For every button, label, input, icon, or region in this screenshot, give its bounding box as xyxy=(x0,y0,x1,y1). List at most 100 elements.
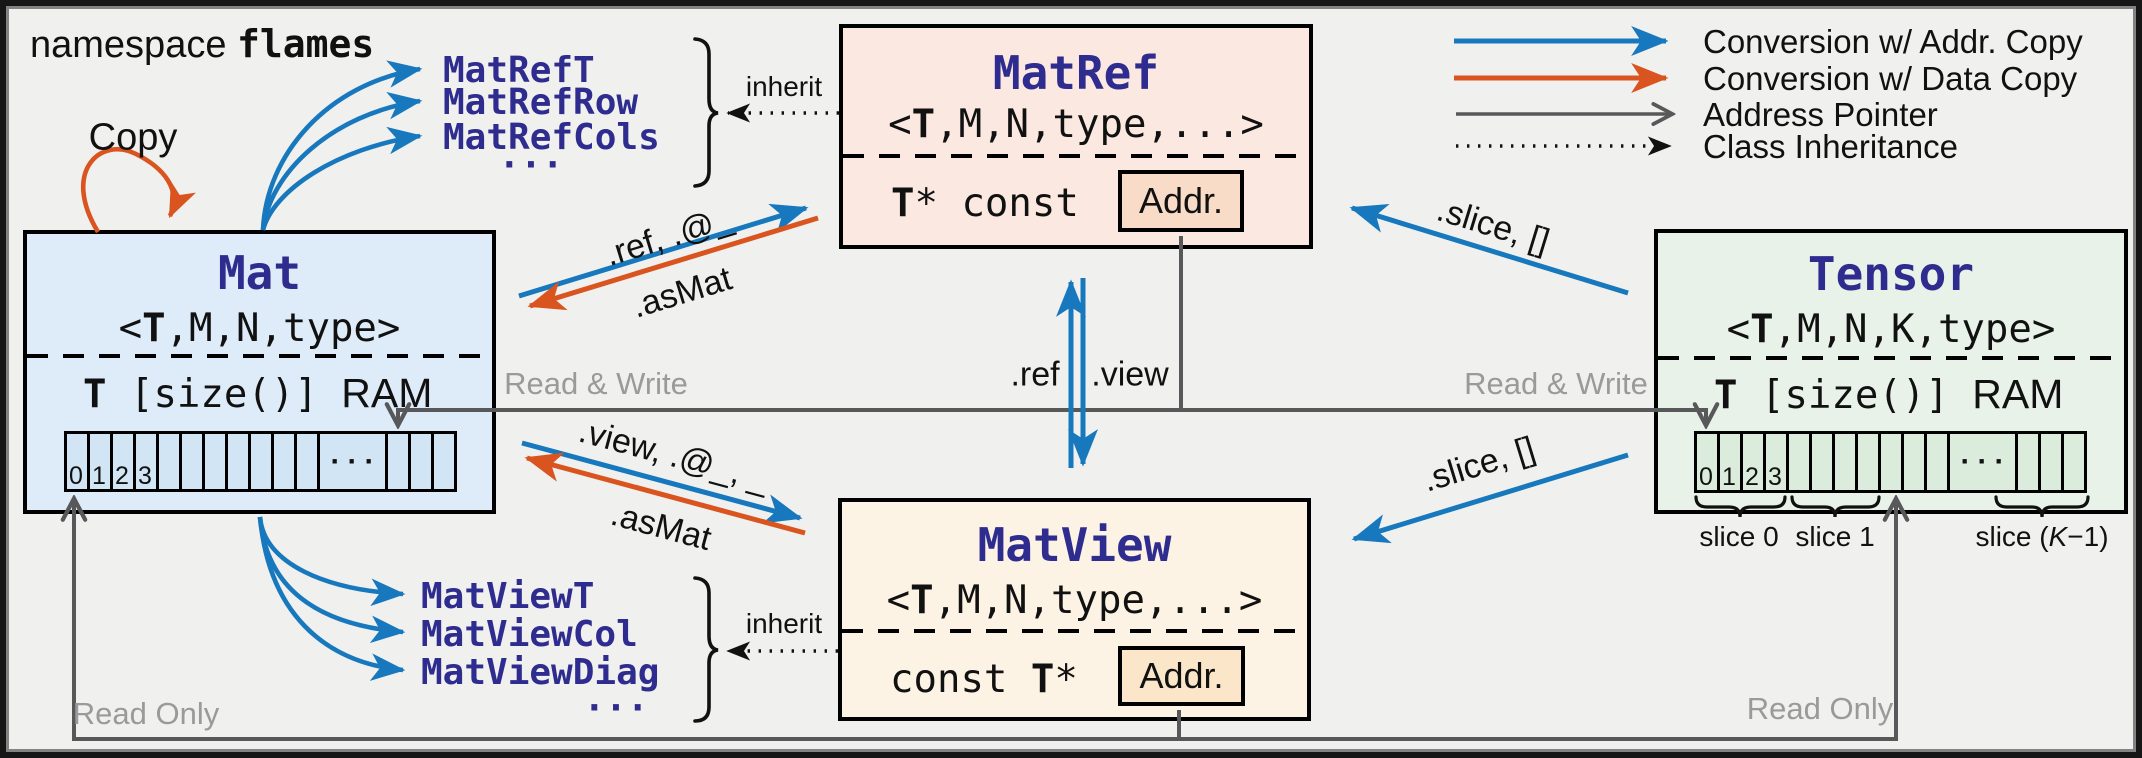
mat-to-matreft-arrow xyxy=(260,60,423,231)
matview-to-mat-label: .asMat xyxy=(606,494,716,559)
tensor-cell-ellipsis: ··· xyxy=(1947,431,2018,493)
mat-template-params: <T,M,N,type> xyxy=(27,306,492,351)
matview-field-t: T xyxy=(1030,657,1055,702)
tensor-cell-1-label: 1 xyxy=(1722,463,1736,491)
matref-class-box: MatRef <T,M,N,type,...> T* const Addr. xyxy=(839,24,1313,249)
tensor-storage-arr: [size()] xyxy=(1737,373,1973,418)
tensor-cell-2: 2 xyxy=(1740,431,1766,493)
tensor-divider xyxy=(1658,356,2124,360)
mat-to-matviewt-arrow xyxy=(257,516,406,607)
namespace-name: flames xyxy=(237,22,375,66)
namespace-header: namespace flames xyxy=(30,22,374,67)
matview-template-params: <T,M,N,type,...> xyxy=(842,578,1307,623)
mat-to-matview-label: .view, .@_, _ xyxy=(574,411,774,500)
read-only-label-left: Read Only xyxy=(72,696,220,731)
mat-cell-0-label: 0 xyxy=(69,462,83,490)
view-vertical-label: .view xyxy=(1091,355,1169,394)
alias-matviewcol: MatViewCol xyxy=(421,614,638,655)
matview-aliases-brace xyxy=(693,576,719,723)
alias-matreft: MatRefT xyxy=(443,50,595,91)
tensor-ram-array: 0 1 2 3 ··· xyxy=(1694,431,2087,493)
matview-tparam-open: < xyxy=(886,578,911,623)
tensor-sliceK-pre: slice ( xyxy=(1975,521,2049,552)
read-write-label-right: Read & Write xyxy=(1464,366,1648,401)
legend-label-addr-copy: Conversion w/ Addr. Copy xyxy=(1703,23,2083,60)
mat-storage-t: T xyxy=(83,372,107,417)
mat-cell-3-label: 3 xyxy=(138,462,152,490)
mat-cell-ellipsis: ··· xyxy=(317,431,388,492)
matview-title: MatView xyxy=(977,518,1172,572)
mat-to-matviewdiag-arrow xyxy=(257,516,406,681)
tensor-to-matref-label: .slice, [] xyxy=(1432,190,1554,261)
mat-storage-ram: RAM xyxy=(341,370,433,416)
matview-tparam-t: T xyxy=(910,578,934,623)
tensor-cell-0-label: 0 xyxy=(1699,463,1713,491)
legend-label-address-pointer: Address Pointer xyxy=(1703,96,1938,133)
tensor-sliceK-k: K xyxy=(2048,521,2068,552)
tensor-storage: T [size()] RAM xyxy=(1714,371,2063,418)
mat-cell xyxy=(225,431,251,492)
mat-cell-2-label: 2 xyxy=(115,462,129,490)
legend-label-data-copy: Conversion w/ Data Copy xyxy=(1703,60,2078,97)
matref-field-t: T xyxy=(891,181,915,226)
mat-tparam-t: T xyxy=(142,306,166,351)
mat-cell xyxy=(202,431,228,492)
mat-cell xyxy=(431,431,457,492)
tensor-storage-t: T xyxy=(1714,373,1738,418)
namespace-keyword: namespace xyxy=(30,24,238,66)
tensor-cell xyxy=(2061,431,2087,493)
mat-storage-arr: [size()] xyxy=(106,372,342,417)
mat-tparam-rest: ,M,N,type> xyxy=(165,306,401,351)
alias-matviewdiag: MatViewDiag xyxy=(421,652,660,693)
tensor-cell-3: 3 xyxy=(1763,431,1789,493)
tensor-cell-3-label: 3 xyxy=(1768,463,1782,491)
mat-ram-array: 0 1 2 3 ··· xyxy=(64,431,457,492)
matref-title: MatRef xyxy=(992,46,1160,100)
mat-storage: T [size()] RAM xyxy=(83,370,432,417)
matref-tparam-rest: ,M,N,type,...> xyxy=(935,102,1264,147)
tensor-sliceK-post: −1) xyxy=(2067,521,2109,552)
tensor-tparam-rest: ,M,N,K,type> xyxy=(1773,307,2056,352)
tensor-template-params: <T,M,N,K,type> xyxy=(1658,307,2124,352)
mat-title: Mat xyxy=(217,246,302,300)
matref-addr-box: Addr. xyxy=(1118,170,1244,232)
matref-aliases-brace xyxy=(693,37,719,188)
matview-addr-box: Addr. xyxy=(1118,646,1245,706)
tensor-cell xyxy=(1809,431,1835,493)
read-write-label-left: Read & Write xyxy=(504,366,688,401)
mat-to-matrefcols-arrow xyxy=(260,126,423,231)
matref-pointer-field: T* const xyxy=(891,181,1079,226)
inherit-label-top: inherit xyxy=(745,71,823,102)
tensor-sliceK-label: slice (K−1) xyxy=(1975,521,2108,553)
matref-tparam-t: T xyxy=(911,102,936,147)
matview-tparam-rest: ,M,N,type,...> xyxy=(933,578,1263,623)
matview-class-box: MatView <T,M,N,type,...> const T* Addr. xyxy=(838,498,1311,721)
mat-to-matrefrow-arrow xyxy=(260,92,423,231)
matview-field-pre: const xyxy=(890,657,1031,702)
alias-matview-ellipsis: ... xyxy=(583,678,649,720)
tensor-slice1-label: slice 1 xyxy=(1795,521,1875,552)
matref-tparam-open: < xyxy=(888,102,912,147)
tensor-slice0-label: slice 0 xyxy=(1699,521,1779,552)
mat-tparam-open: < xyxy=(118,306,143,351)
inherit-label-bottom: inherit xyxy=(745,608,823,639)
matview-field-post: * xyxy=(1054,657,1078,702)
alias-matrefcols: MatRefCols xyxy=(443,117,660,158)
tensor-tparam-t: T xyxy=(1750,307,1774,352)
tensor-cell xyxy=(1901,431,1927,493)
tensor-to-matview-label: .slice, [] xyxy=(1418,429,1540,500)
matref-template-params: <T,M,N,type,...> xyxy=(843,102,1309,147)
tensor-title: Tensor xyxy=(1807,247,1975,301)
tensor-cell xyxy=(2015,431,2041,493)
matref-field-rest: * const xyxy=(914,181,1079,226)
tensor-cell-0: 0 xyxy=(1694,431,1720,493)
mat-to-matviewcol-arrow xyxy=(257,516,406,644)
mat-copy-self-loop xyxy=(81,147,196,234)
matview-divider xyxy=(842,629,1307,633)
ref-vertical-label: .ref xyxy=(1010,355,1060,394)
legend-label-class-inheritance: Class Inheritance xyxy=(1703,128,1958,165)
matref-divider xyxy=(843,154,1309,158)
mat-cell xyxy=(271,431,297,492)
tensor-cell-2-label: 2 xyxy=(1745,463,1759,491)
